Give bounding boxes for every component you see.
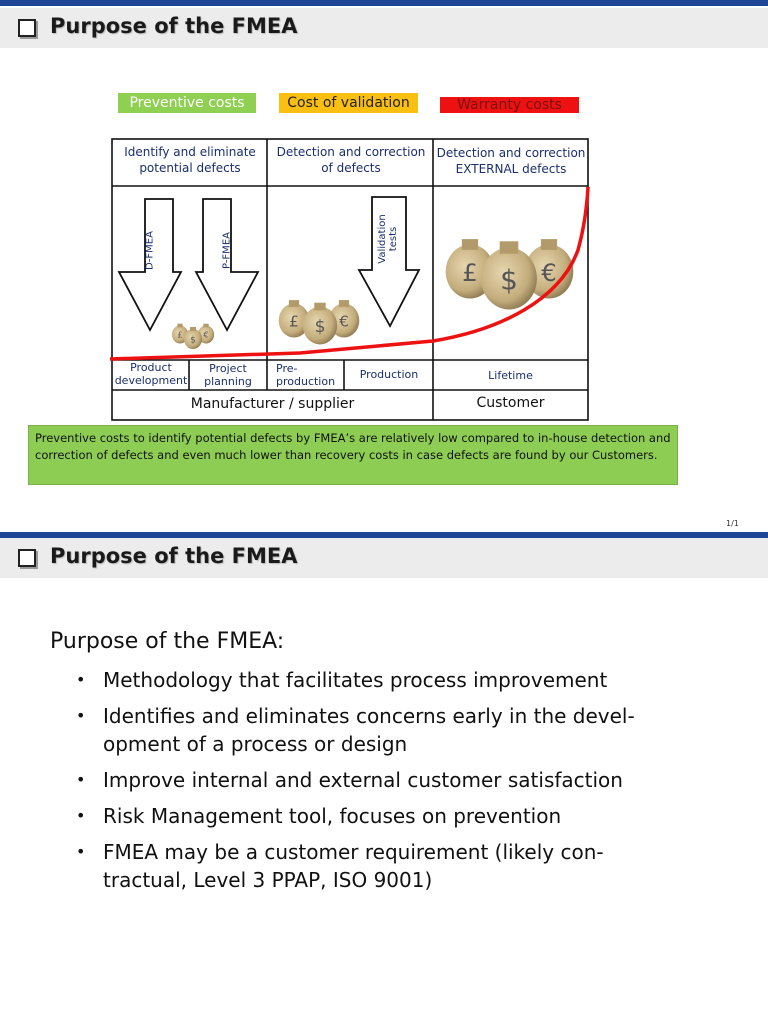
phase-product-development: Product development	[113, 361, 189, 387]
checkbox-bullet-icon	[18, 19, 36, 37]
money-bags-small-icon: £ € $	[172, 324, 214, 349]
svg-text:€: €	[541, 258, 556, 287]
svg-text:$: $	[190, 336, 196, 346]
bullet-dot-icon: •	[76, 702, 85, 730]
party-customer: Customer	[434, 395, 587, 411]
checkbox-bullet-icon	[18, 549, 36, 567]
svg-text:$: $	[315, 317, 326, 337]
list-item: •Methodology that facilitates process im…	[76, 666, 676, 694]
top-accent-bar	[0, 0, 768, 6]
svg-text:£: £	[462, 258, 477, 287]
bullet-list: •Methodology that facilitates process im…	[76, 666, 676, 902]
svg-text:€: €	[203, 330, 208, 340]
bullet-dot-icon: •	[76, 766, 85, 794]
bullet-dot-icon: •	[76, 838, 85, 866]
slide-header: Purpose of the FMEA	[0, 8, 768, 48]
bullet-dot-icon: •	[76, 802, 85, 830]
cost-curve	[110, 187, 588, 359]
list-item: •Risk Management tool, focuses on preven…	[76, 802, 676, 830]
phase-production: Production	[345, 368, 433, 381]
svg-text:$: $	[500, 263, 518, 296]
party-manufacturer: Manufacturer / supplier	[113, 396, 432, 412]
svg-text:£: £	[289, 312, 299, 330]
list-item: •Improve internal and external customer …	[76, 766, 676, 794]
phase-project-planning: Project planning	[190, 362, 266, 388]
explanation-note: Preventive costs to identify potential d…	[28, 425, 678, 485]
page-number: 1/1	[726, 519, 739, 528]
col2-header: Detection and correction of defects	[270, 144, 432, 176]
list-item: •Identifies and eliminates concerns earl…	[76, 702, 676, 758]
legend-preventive-costs: Preventive costs	[118, 93, 256, 113]
slide-title: Purpose of the FMEA	[50, 544, 297, 568]
legend-cost-of-validation: Cost of validation	[279, 93, 418, 113]
list-item: •FMEA may be a customer requirement (lik…	[76, 838, 676, 894]
svg-text:€: €	[339, 312, 349, 330]
svg-text:£: £	[177, 330, 182, 340]
legend-warranty-costs: Warranty costs	[440, 97, 579, 113]
slide-title: Purpose of the FMEA	[50, 14, 297, 38]
slide-header: Purpose of the FMEA	[0, 538, 768, 578]
phase-lifetime: Lifetime	[434, 369, 587, 382]
section-heading: Purpose of the FMEA:	[50, 629, 284, 654]
phase-pre-production: Pre-production	[276, 362, 336, 388]
money-bags-large-icon: £ € $	[446, 239, 574, 309]
money-bags-medium-icon: £ € $	[279, 300, 360, 344]
validation-tests-label: Validation tests	[377, 204, 399, 274]
pfmea-label: P-FMEA	[222, 221, 233, 281]
bullet-dot-icon: •	[76, 666, 85, 694]
dfmea-label: D-FMEA	[145, 221, 156, 281]
col3-header: Detection and correction EXTERNAL defect…	[435, 145, 587, 177]
col1-header: Identify and eliminate potential defects	[114, 144, 266, 176]
